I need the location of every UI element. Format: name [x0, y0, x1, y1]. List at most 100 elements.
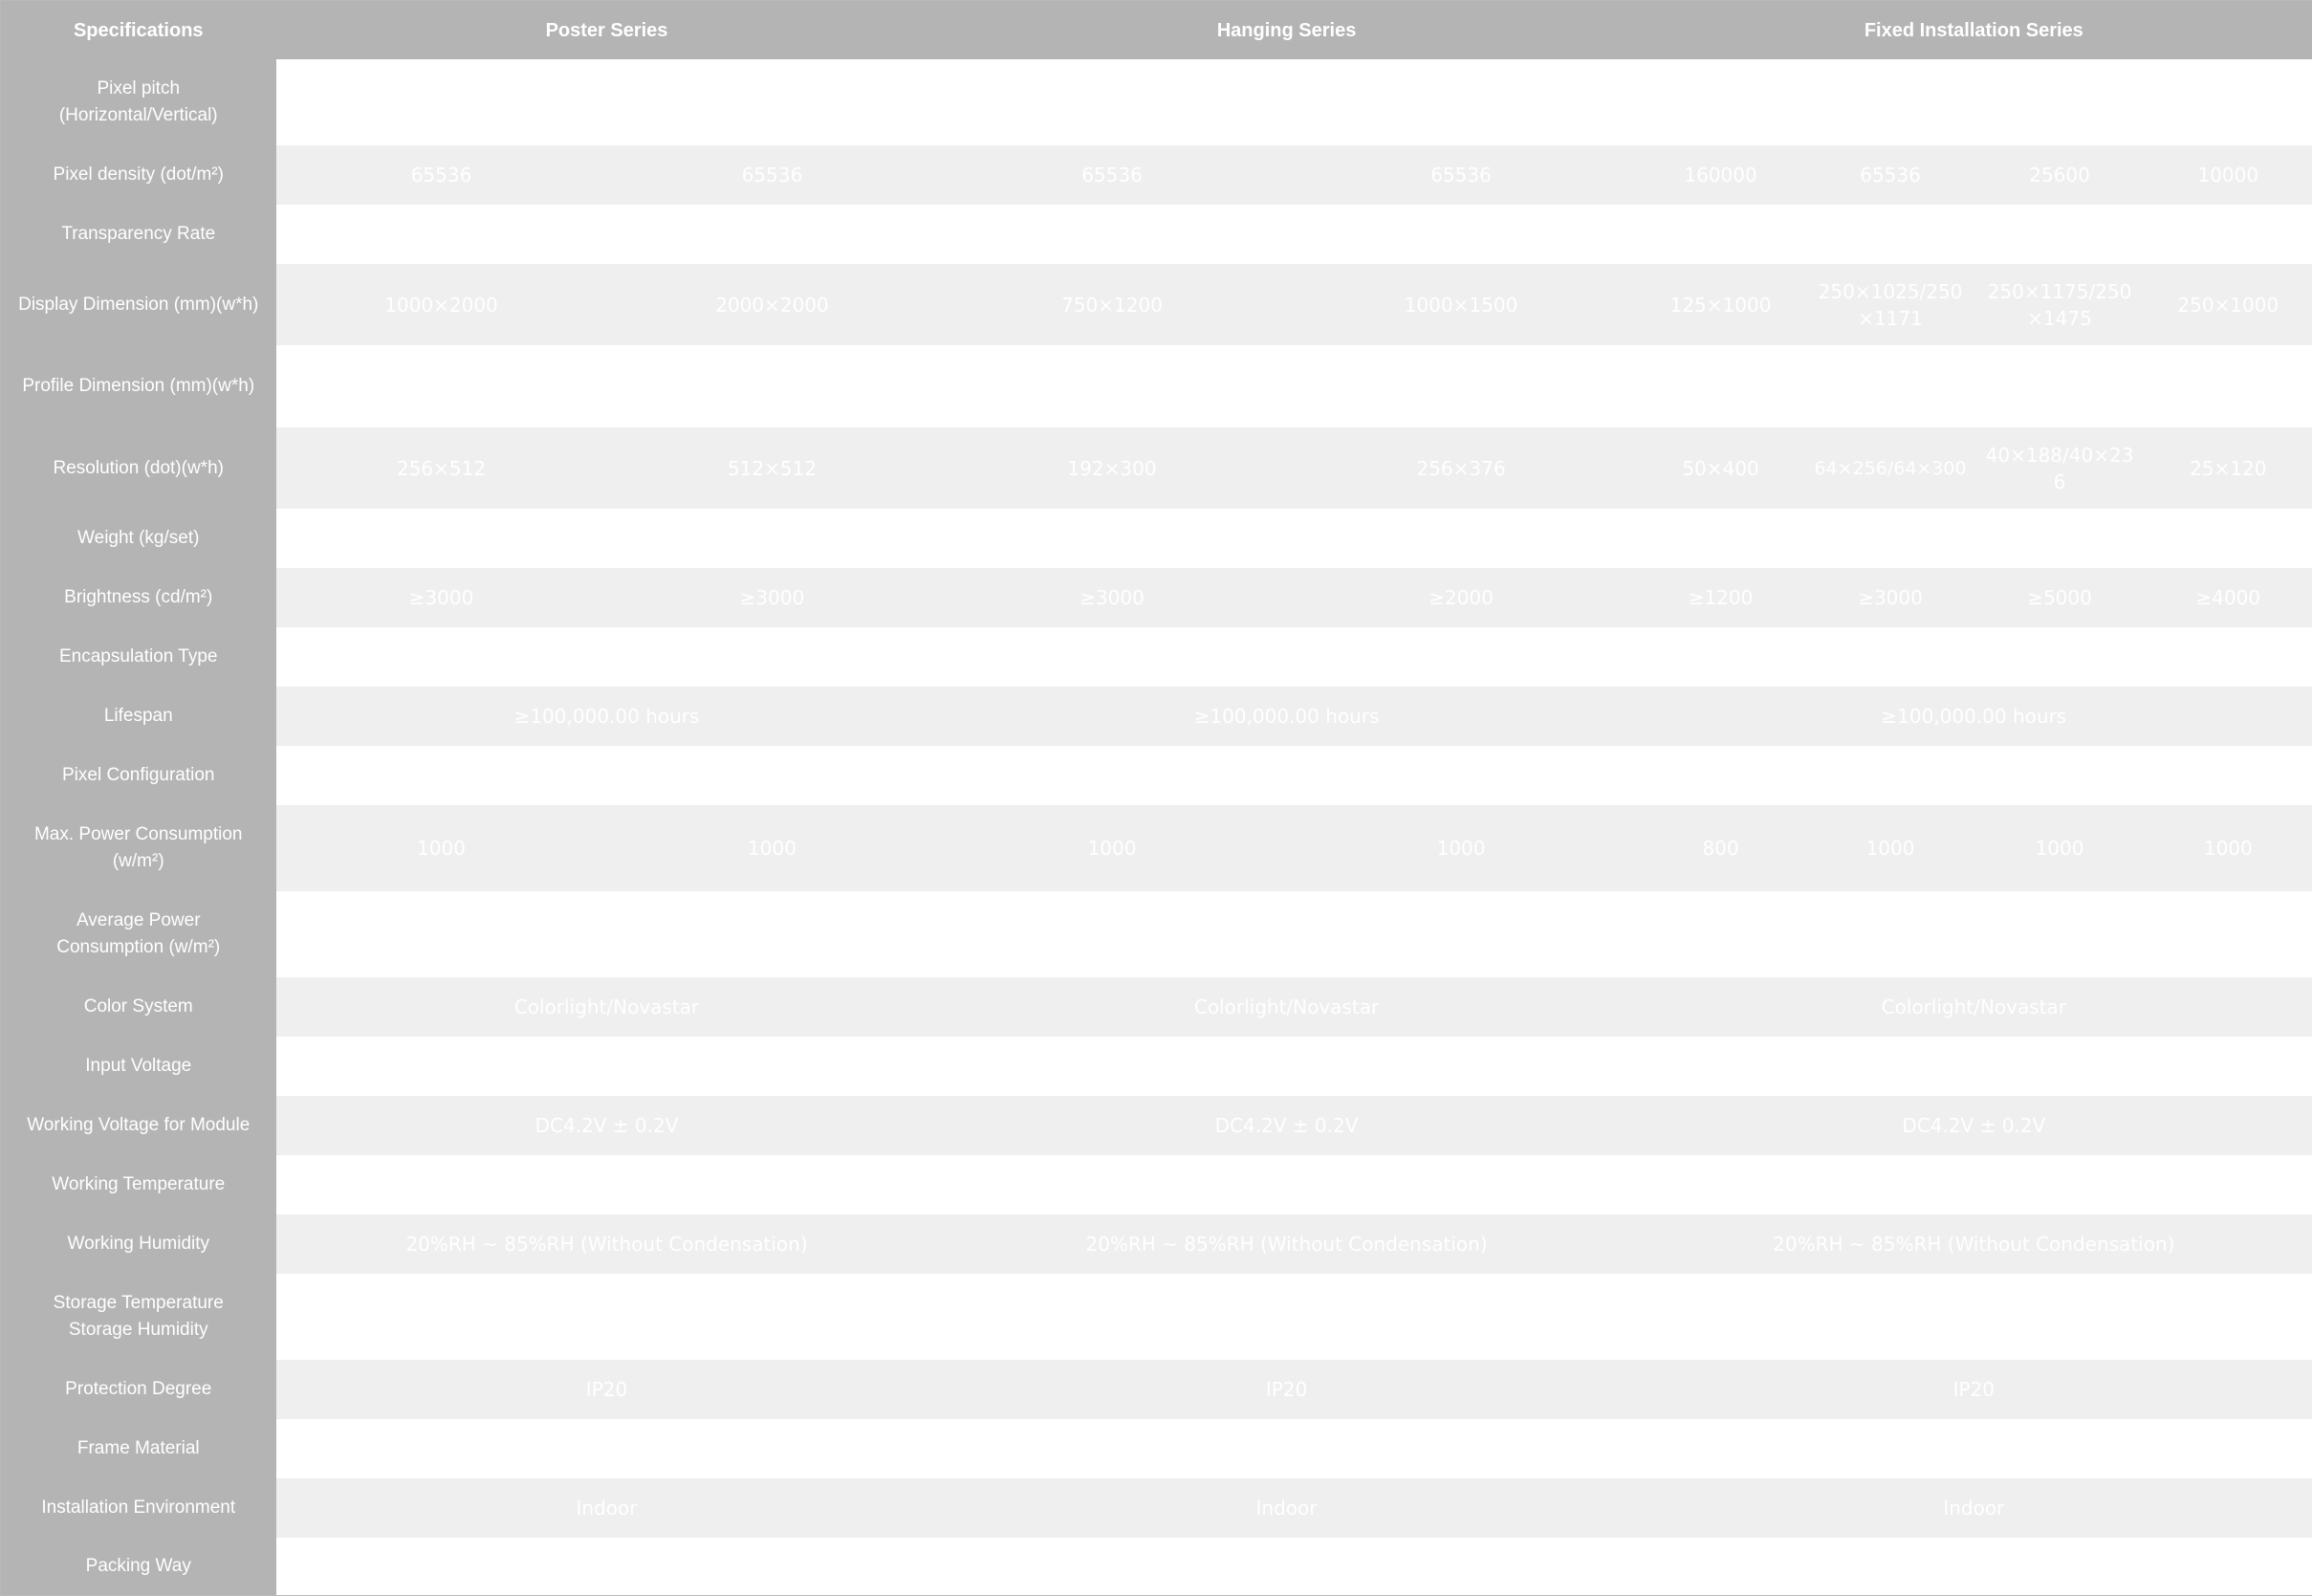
table-row: Pixel density (dot/m²) 65536 65536 65536…: [1, 145, 2312, 205]
table-cell: 65536: [1806, 145, 1975, 205]
table-cell: 1000: [2145, 805, 2312, 891]
table-cell: 65536: [607, 145, 938, 205]
row-label-installation-environment: Installation Environment: [1, 1478, 276, 1538]
table-cell: [276, 205, 2312, 264]
table-cell: ≥3000: [938, 568, 1287, 627]
table-cell: 65536: [938, 145, 1287, 205]
table-cell: 2000×2000: [607, 264, 938, 345]
table-cell: Colorlight/Novastar: [938, 977, 1636, 1037]
fixed-installation-series-header: Fixed Installation Series: [1636, 1, 2312, 60]
table-row: Pixel Configuration: [1, 746, 2312, 805]
table-cell: 1000: [1287, 805, 1636, 891]
row-label-average-power-consumption: Average Power Consumption (w/m²): [1, 891, 276, 977]
row-label-pixel-configuration: Pixel Configuration: [1, 746, 276, 805]
table-cell: 750×1200: [938, 264, 1287, 345]
table-cell: 800: [1636, 805, 1806, 891]
table-cell: IP20: [276, 1360, 938, 1419]
table-cell: 1000: [276, 805, 607, 891]
row-label-working-temperature: Working Temperature: [1, 1155, 276, 1214]
row-label-pixel-density: Pixel density (dot/m²): [1, 145, 276, 205]
table-cell: DC4.2V ± 0.2V: [938, 1096, 1636, 1155]
table-cell: 512×512: [607, 427, 938, 509]
table-cell: 1000×1500: [1287, 264, 1636, 345]
table-cell: 125×1000: [1636, 264, 1806, 345]
table-row: Working Humidity 20%RH ~ 85%RH (Without …: [1, 1214, 2312, 1274]
row-label-brightness: Brightness (cd/m²): [1, 568, 276, 627]
table-cell: 1000: [1975, 805, 2145, 891]
poster-series-header: Poster Series: [276, 1, 938, 60]
table-row: Frame Material: [1, 1419, 2312, 1478]
table-cell: 50×400: [1636, 427, 1806, 509]
table-cell: IP20: [1636, 1360, 2312, 1419]
table-cell: ≥3000: [1806, 568, 1975, 627]
row-label-color-system: Color System: [1, 977, 276, 1037]
table-row: Transparency Rate: [1, 205, 2312, 264]
table-row: Weight (kg/set): [1, 509, 2312, 568]
table-cell: 160000: [1636, 145, 1806, 205]
table-cell: 1000: [1806, 805, 1975, 891]
table-cell: 65536: [1287, 145, 1636, 205]
table-cell: 1000: [607, 805, 938, 891]
table-cell: 250×1000: [2145, 264, 2312, 345]
row-label-encapsulation-type: Encapsulation Type: [1, 627, 276, 687]
table-cell: 256×376: [1287, 427, 1636, 509]
row-label-max-power-consumption: Max. Power Consumption (w/m²): [1, 805, 276, 891]
table-row: Storage Temperature Storage Humidity: [1, 1274, 2312, 1360]
row-label-working-humidity: Working Humidity: [1, 1214, 276, 1274]
table-cell: 256×512: [276, 427, 607, 509]
row-label-lifespan: Lifespan: [1, 687, 276, 746]
table-cell: ≥100,000.00 hours: [1636, 687, 2312, 746]
table-row: Average Power Consumption (w/m²): [1, 891, 2312, 977]
table-cell: 40×188/40×236: [1975, 427, 2145, 509]
table-row: Brightness (cd/m²) ≥3000 ≥3000 ≥3000 ≥20…: [1, 568, 2312, 627]
row-label-display-dimension: Display Dimension (mm)(w*h): [1, 264, 276, 345]
table-row: Protection Degree IP20 IP20 IP20: [1, 1360, 2312, 1419]
table-cell: [276, 627, 2312, 687]
table-cell: ≥3000: [276, 568, 607, 627]
table-cell: Colorlight/Novastar: [1636, 977, 2312, 1037]
table-cell: [276, 1538, 2312, 1595]
table-cell: [276, 1419, 2312, 1478]
row-label-protection-degree: Protection Degree: [1, 1360, 276, 1419]
table-cell: 25×120: [2145, 427, 2312, 509]
table-cell: [276, 345, 2312, 427]
table-cell: ≥5000: [1975, 568, 2145, 627]
table-cell: ≥100,000.00 hours: [276, 687, 938, 746]
row-label-packing-way: Packing Way: [1, 1538, 276, 1595]
table-cell: Colorlight/Novastar: [276, 977, 938, 1037]
table-cell: [276, 509, 2312, 568]
table-row: Encapsulation Type: [1, 627, 2312, 687]
table-cell: 10000: [2145, 145, 2312, 205]
table-cell: 1000×2000: [276, 264, 607, 345]
table-row: Display Dimension (mm)(w*h) 1000×2000 20…: [1, 264, 2312, 345]
table-row: Working Voltage for Module DC4.2V ± 0.2V…: [1, 1096, 2312, 1155]
table-row: Packing Way: [1, 1538, 2312, 1595]
table-cell: [276, 891, 2312, 977]
table-cell: 20%RH ~ 85%RH (Without Condensation): [938, 1214, 1636, 1274]
table-cell: 64×256/64×300: [1806, 427, 1975, 509]
table-cell: ≥100,000.00 hours: [938, 687, 1636, 746]
row-label-input-voltage: Input Voltage: [1, 1037, 276, 1096]
table-row: Profile Dimension (mm)(w*h): [1, 345, 2312, 427]
row-label-transparency-rate: Transparency Rate: [1, 205, 276, 264]
table-cell: [276, 59, 2312, 145]
row-label-storage-temperature-humidity: Storage Temperature Storage Humidity: [1, 1274, 276, 1360]
table-row: Resolution (dot)(w*h) 256×512 512×512 19…: [1, 427, 2312, 509]
table-row: Input Voltage: [1, 1037, 2312, 1096]
table-cell: 25600: [1975, 145, 2145, 205]
specifications-header: Specifications: [1, 1, 276, 60]
table-cell: 1000: [938, 805, 1287, 891]
table-cell: 250×1025/250×1171: [1806, 264, 1975, 345]
table-row: Color System Colorlight/Novastar Colorli…: [1, 977, 2312, 1037]
row-label-pixel-pitch: Pixel pitch (Horizontal/Vertical): [1, 59, 276, 145]
hanging-series-header: Hanging Series: [938, 1, 1636, 60]
table-cell: DC4.2V ± 0.2V: [1636, 1096, 2312, 1155]
table-row: Max. Power Consumption (w/m²) 1000 1000 …: [1, 805, 2312, 891]
table-cell: 20%RH ~ 85%RH (Without Condensation): [276, 1214, 938, 1274]
table-cell: ≥1200: [1636, 568, 1806, 627]
header-row: Specifications Poster Series Hanging Ser…: [1, 1, 2312, 60]
table-cell: 20%RH ~ 85%RH (Without Condensation): [1636, 1214, 2312, 1274]
table-cell: IP20: [938, 1360, 1636, 1419]
table-cell: 192×300: [938, 427, 1287, 509]
